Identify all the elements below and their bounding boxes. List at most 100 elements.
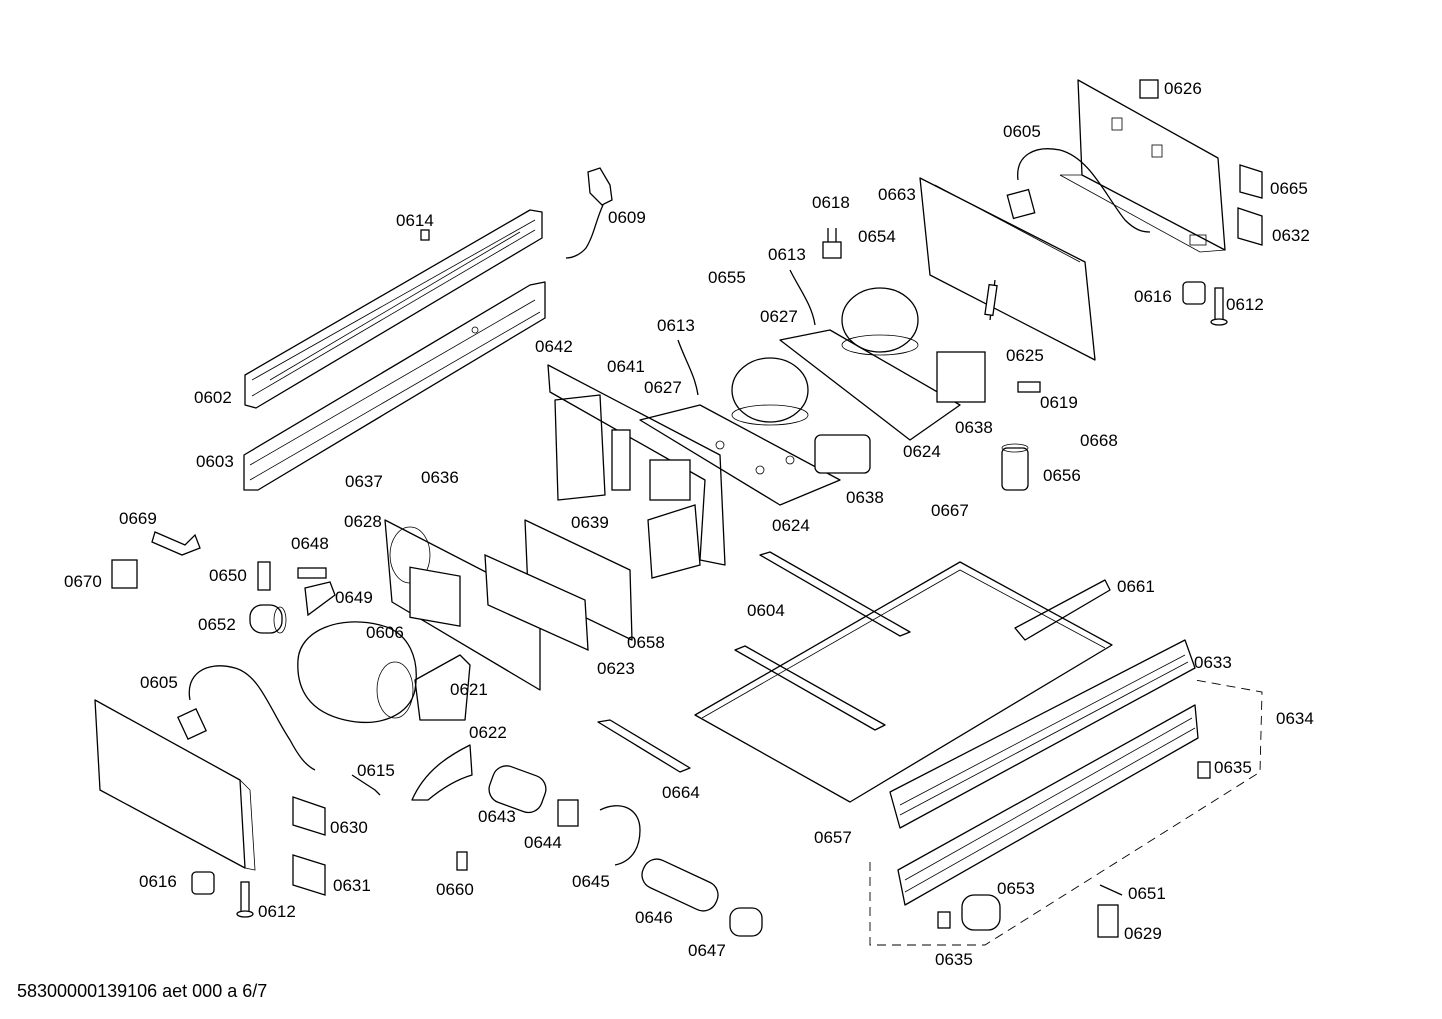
callout-43: 0623 bbox=[597, 659, 635, 678]
part-0633-grille bbox=[889, 639, 1196, 829]
part-0625-drier bbox=[984, 279, 998, 321]
callout-25: 0656 bbox=[1043, 466, 1081, 485]
callout-46: 0621 bbox=[450, 680, 488, 699]
part-0649-bracket bbox=[304, 581, 336, 617]
callout-22: 0668 bbox=[1080, 431, 1118, 450]
callout-39: 0652 bbox=[198, 615, 236, 634]
part-0659-housing bbox=[647, 504, 701, 579]
drawing-id: 58300000139106 aet 000 a 6/7 bbox=[17, 981, 268, 1001]
callout-63: 0612 bbox=[258, 902, 296, 921]
part-0670-valve bbox=[111, 559, 138, 589]
part-0622-shroud bbox=[411, 744, 473, 801]
part-0657-tray bbox=[694, 561, 1113, 803]
callout-13: 0627 bbox=[760, 307, 798, 326]
callout-28: 0638 bbox=[846, 488, 884, 507]
callout-14: 0613 bbox=[657, 316, 695, 335]
part-0604-strip-bottom bbox=[734, 645, 886, 731]
callout-26: 0637 bbox=[345, 472, 383, 491]
part-0639-bracket bbox=[611, 429, 631, 491]
callout-54: 0644 bbox=[524, 833, 562, 852]
part-0654-compressor bbox=[779, 287, 961, 441]
part-0616-lower bbox=[191, 871, 215, 895]
part-0636-fan-guard bbox=[409, 566, 461, 627]
callout-62: 0646 bbox=[635, 908, 673, 927]
part-0661-bracket bbox=[1014, 579, 1111, 641]
callout-36: 0649 bbox=[335, 588, 373, 607]
callout-59: 0631 bbox=[333, 876, 371, 895]
callout-5: 0632 bbox=[1272, 226, 1310, 245]
callout-53: 0635 bbox=[1214, 758, 1252, 777]
part-0606-blower bbox=[297, 621, 417, 724]
callout-32: 0669 bbox=[119, 509, 157, 528]
part-0605-cord-upper bbox=[1006, 148, 1151, 233]
callout-24: 0603 bbox=[196, 452, 234, 471]
part-0655-compressor bbox=[731, 357, 809, 426]
part-0626-connector bbox=[1139, 79, 1159, 99]
callout-33: 0628 bbox=[344, 512, 382, 531]
part-0602-rail bbox=[244, 209, 543, 409]
part-0612-upper bbox=[1210, 287, 1228, 326]
callout-65: 0647 bbox=[688, 941, 726, 960]
callout-4: 0618 bbox=[812, 193, 850, 212]
part-0669-clip bbox=[151, 531, 201, 556]
callout-58: 0616 bbox=[139, 872, 177, 891]
callout-23: 0624 bbox=[903, 442, 941, 461]
callout-9: 0613 bbox=[768, 245, 806, 264]
callout-37: 0661 bbox=[1117, 577, 1155, 596]
part-0624-base bbox=[639, 404, 841, 506]
callout-20: 0602 bbox=[194, 388, 232, 407]
part-0614-screw bbox=[420, 229, 430, 241]
callout-66: 0635 bbox=[935, 950, 973, 969]
part-0646-tube bbox=[641, 858, 719, 912]
callout-61: 0651 bbox=[1128, 884, 1166, 903]
part-0665-plate bbox=[1239, 164, 1263, 199]
callout-31: 0624 bbox=[772, 516, 810, 535]
callout-49: 0664 bbox=[662, 783, 700, 802]
part-back-panel bbox=[1059, 79, 1226, 253]
callout-1: 0605 bbox=[1003, 122, 1041, 141]
callout-56: 0645 bbox=[572, 872, 610, 891]
callout-3: 0663 bbox=[878, 185, 916, 204]
callout-52: 0643 bbox=[478, 807, 516, 826]
part-0621-bracket bbox=[414, 654, 471, 721]
part-0612-lower bbox=[236, 881, 254, 918]
part-0645-harness bbox=[599, 805, 641, 866]
part-0660-pin bbox=[456, 851, 468, 871]
part-0615-sensor bbox=[351, 774, 381, 796]
part-0613-tube-left bbox=[677, 339, 699, 396]
callout-29: 0667 bbox=[931, 501, 969, 520]
callout-34: 0648 bbox=[291, 534, 329, 553]
callout-10: 0655 bbox=[708, 268, 746, 287]
part-0631-bracket bbox=[292, 854, 326, 896]
part-0641-relay bbox=[649, 459, 691, 501]
callout-6: 0609 bbox=[608, 208, 646, 227]
callout-0: 0626 bbox=[1164, 79, 1202, 98]
part-0651-pin bbox=[1099, 884, 1123, 896]
callout-12: 0612 bbox=[1226, 295, 1264, 314]
callout-41: 0604 bbox=[747, 601, 785, 620]
callout-16: 0642 bbox=[535, 337, 573, 356]
part-0630-bracket bbox=[292, 796, 326, 836]
callout-30: 0639 bbox=[571, 513, 609, 532]
part-0668-box bbox=[936, 351, 986, 403]
callout-60: 0660 bbox=[436, 880, 474, 899]
part-0658-frame bbox=[524, 519, 633, 641]
callout-2: 0665 bbox=[1270, 179, 1308, 198]
part-0623-board bbox=[484, 553, 589, 652]
callout-48: 0622 bbox=[469, 723, 507, 742]
part-0663-panel bbox=[919, 177, 1096, 361]
callout-27: 0636 bbox=[421, 468, 459, 487]
callout-8: 0654 bbox=[858, 227, 896, 246]
part-0618-relay bbox=[822, 228, 842, 259]
part-0644-valve bbox=[557, 799, 579, 827]
part-0647-cap bbox=[729, 907, 763, 937]
part-0664-strap bbox=[597, 719, 691, 773]
part-0632-bracket bbox=[1237, 207, 1263, 246]
part-0605-cord-lower bbox=[177, 665, 316, 771]
part-lower-left-panel bbox=[94, 699, 256, 871]
part-0667-motor bbox=[814, 434, 871, 474]
callout-38: 0670 bbox=[64, 572, 102, 591]
callout-21: 0638 bbox=[955, 418, 993, 437]
part-0650-bracket bbox=[257, 561, 271, 591]
